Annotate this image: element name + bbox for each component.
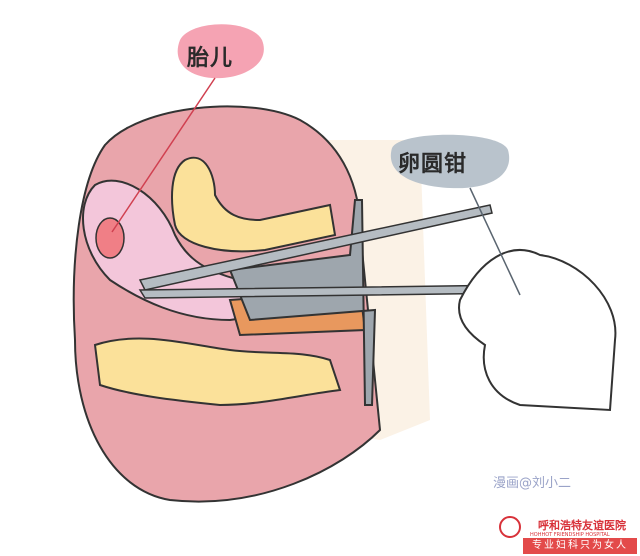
fetus-label: 胎儿 <box>187 46 234 71</box>
hand <box>458 249 617 412</box>
forceps-label-bubble <box>390 134 510 189</box>
fetus <box>95 217 125 259</box>
forceps-upper <box>138 204 493 291</box>
forceps-pointer <box>469 187 521 296</box>
artist-credit: 漫画@刘小二 <box>493 476 572 491</box>
watermark-hospital-name-en: HOHHOT FRIENDSHIP HOSPITAL <box>530 532 610 538</box>
spine-bone <box>171 156 337 253</box>
watermark-slogan: 专业妇科只为女人 <box>523 538 637 554</box>
watermark-hospital-name: 呼和浩特友谊医院 <box>538 519 626 532</box>
pelvic-bone <box>93 337 342 407</box>
watermark-logo <box>499 516 521 538</box>
forceps-label: 卵圆钳 <box>398 152 468 177</box>
fetus-label-bubble <box>177 24 264 79</box>
fetus-pointer <box>111 77 216 233</box>
